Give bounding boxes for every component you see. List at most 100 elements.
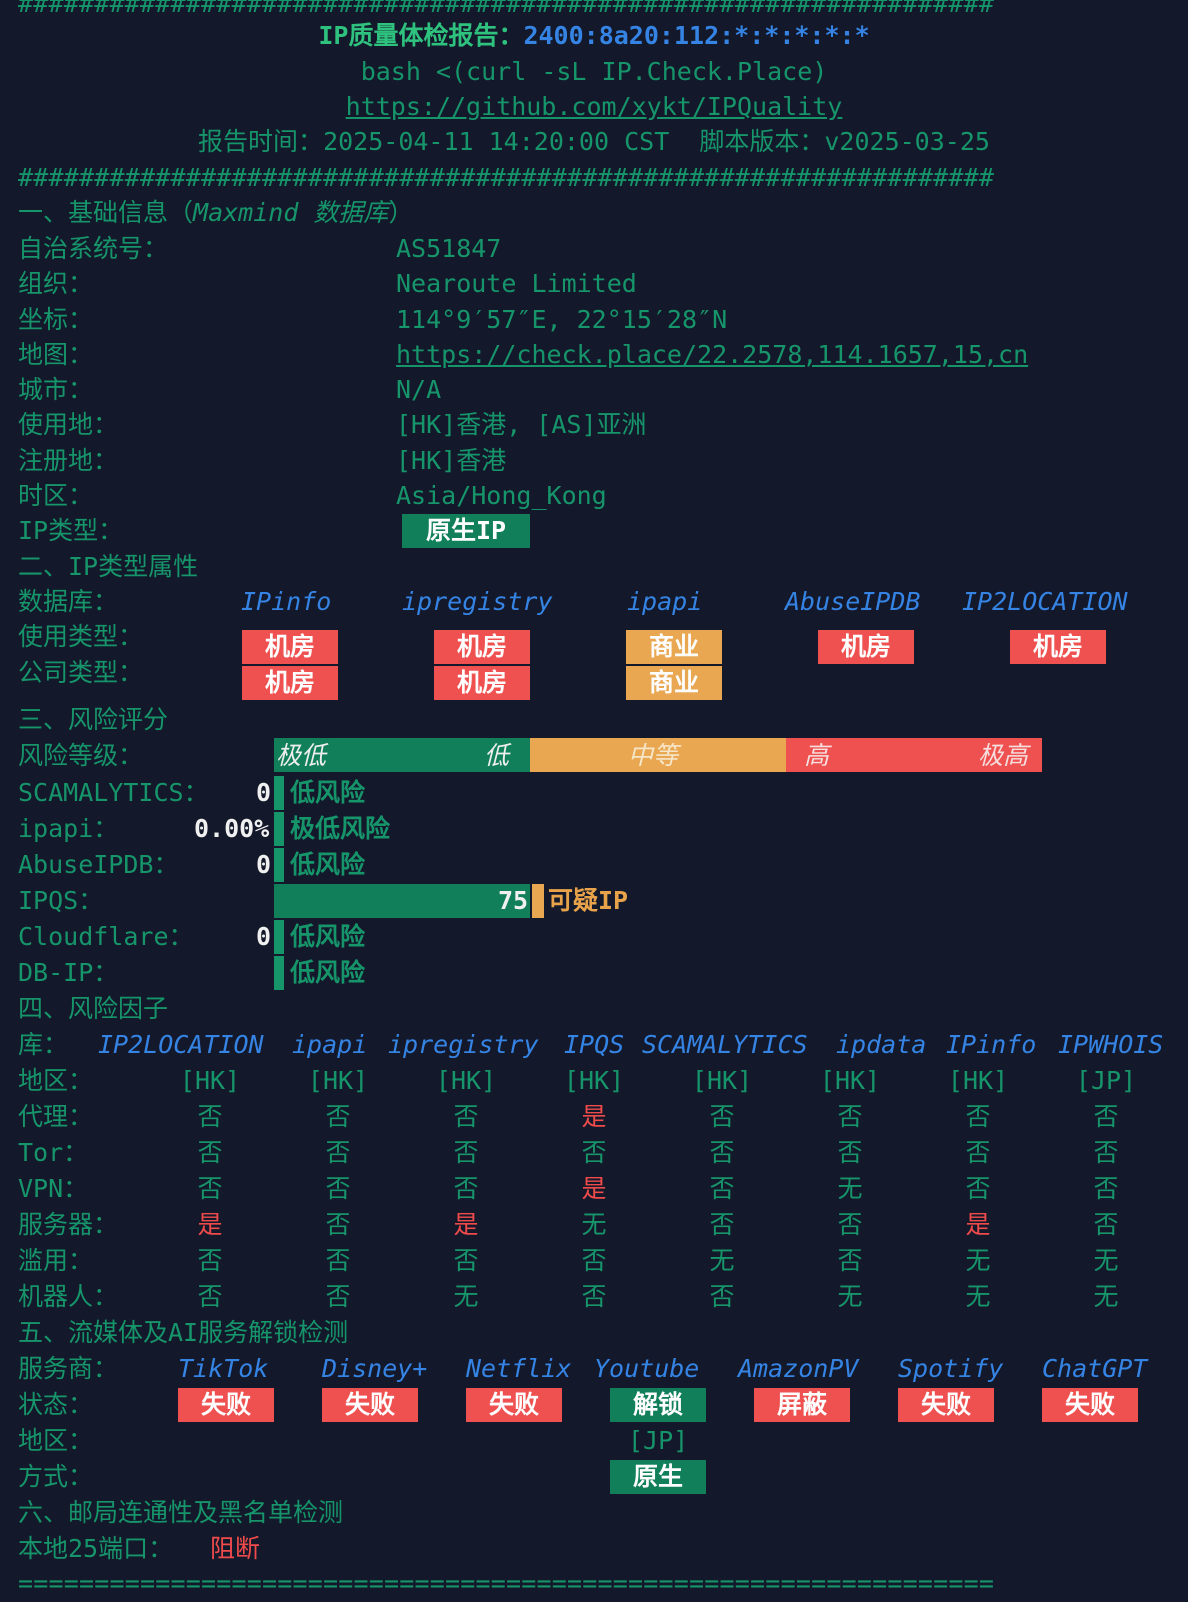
factor-cell: 否 — [453, 1102, 479, 1131]
factor-region-cell: [HK] — [819, 1066, 881, 1095]
youtube-status-badge: 解锁 — [610, 1388, 706, 1422]
db-ipinfo: IPinfo — [241, 587, 332, 616]
factor-cell: 否 — [453, 1174, 479, 1203]
factor-cell: 否 — [325, 1282, 351, 1311]
asn-value: AS51847 — [396, 234, 502, 263]
factor-cell: 无 — [965, 1282, 991, 1311]
org-value: Nearoute Limited — [396, 269, 637, 298]
factor-region-cell: [HK] — [435, 1066, 497, 1095]
usage-ipregistry-badge: 机房 — [434, 630, 530, 664]
scale-high: 高 — [804, 741, 830, 770]
db-abuseipdb: AbuseIPDB — [785, 587, 921, 616]
cloudflare-text: 低风险 — [290, 922, 366, 951]
factor-cell: 否 — [453, 1246, 479, 1275]
dbip-text: 低风险 — [290, 958, 366, 987]
factor-cell: 否 — [709, 1210, 735, 1239]
registration-label: 注册地： — [18, 446, 119, 475]
netflix-status-badge: 失败 — [466, 1388, 562, 1422]
cloudflare-bar — [274, 920, 284, 954]
scamalytics-label: SCAMALYTICS： — [18, 778, 209, 807]
script-version: v2025-03-25 — [824, 127, 990, 156]
youtube-region: [JP] — [628, 1426, 689, 1455]
usage-ipinfo-badge: 机房 — [242, 630, 338, 664]
provider-chatgpt: ChatGPT — [1042, 1354, 1148, 1383]
ipqs-label: IPQS： — [18, 886, 104, 915]
factor-cell: 否 — [837, 1210, 863, 1239]
factor-cell: 是 — [581, 1174, 607, 1203]
section-risk-factors-title: 四、风险因子 — [18, 994, 169, 1023]
map-link[interactable]: https://check.place/22.2578,114.1657,15,… — [396, 340, 1029, 369]
factor-region-cell: [JP] — [1075, 1066, 1137, 1095]
city-label: 城市： — [18, 375, 94, 404]
timezone-label: 时区： — [18, 481, 94, 510]
factor-db-ipdata: ipdata — [836, 1030, 927, 1059]
factor-row-label: VPN： — [18, 1174, 89, 1203]
factor-row-label: 代理： — [18, 1102, 94, 1131]
factor-cell: 否 — [965, 1138, 991, 1167]
dbip-label: DB-IP： — [18, 958, 119, 987]
db-ipapi: ipapi — [627, 587, 703, 616]
abuseipdb-bar — [274, 848, 284, 882]
scamalytics-bar — [274, 776, 284, 810]
report-time-label: 报告时间： — [198, 127, 324, 156]
section-iptype-title: 二、IP类型属性 — [18, 552, 199, 581]
factor-row-label: 机器人： — [18, 1282, 119, 1311]
ip-type-badge: 原生IP — [402, 514, 530, 548]
ipqs-bar — [274, 884, 530, 918]
cloudflare-score: 0 — [256, 922, 272, 951]
cloudflare-label: Cloudflare： — [18, 922, 194, 951]
abuseipdb-text: 低风险 — [290, 850, 366, 879]
stream-method-label: 方式： — [18, 1462, 94, 1491]
factor-cell: 无 — [837, 1282, 863, 1311]
factor-region-cell: [HK] — [179, 1066, 241, 1095]
iptype-db-label: 数据库： — [18, 587, 119, 616]
port25-label: 本地25端口： — [18, 1534, 174, 1563]
provider-tiktok: TikTok — [178, 1354, 269, 1383]
factor-cell: 否 — [581, 1282, 607, 1311]
factor-cell: 否 — [965, 1174, 991, 1203]
factor-cell: 否 — [325, 1246, 351, 1275]
usage-type-label: 使用类型： — [18, 622, 144, 651]
factor-cell: 否 — [709, 1102, 735, 1131]
dbip-bar — [274, 956, 284, 990]
factor-cell: 否 — [1093, 1174, 1119, 1203]
factor-region-cell: [HK] — [563, 1066, 625, 1095]
factor-cell: 无 — [709, 1246, 735, 1275]
abuseipdb-label: AbuseIPDB： — [18, 850, 179, 879]
scale-very-high: 极高 — [978, 741, 1029, 770]
factor-region-label: 地区： — [18, 1066, 94, 1095]
provider-amazonpv: AmazonPV — [738, 1354, 859, 1383]
report-title-label: IP质量体检报告： — [318, 21, 524, 50]
ipapi-bar — [274, 812, 284, 846]
factor-cell: 是 — [453, 1210, 479, 1239]
section-mail-title: 六、邮局连通性及黑名单检测 — [18, 1498, 344, 1527]
factor-db-ipinfo: IPinfo — [946, 1030, 1037, 1059]
factor-cell: 否 — [197, 1282, 223, 1311]
coords-label: 坐标： — [18, 305, 94, 334]
risk-level-label: 风险等级： — [18, 741, 144, 770]
factor-cell: 否 — [197, 1102, 223, 1131]
factor-cell: 否 — [965, 1102, 991, 1131]
chatgpt-status-badge: 失败 — [1042, 1388, 1138, 1422]
factor-cell: 否 — [325, 1174, 351, 1203]
command-line: bash <(curl -sL IP.Check.Place) — [360, 57, 828, 86]
factor-cell: 否 — [837, 1246, 863, 1275]
registration-value: [HK]香港 — [396, 446, 507, 475]
provider-label: 服务商： — [18, 1354, 119, 1383]
factor-cell: 是 — [965, 1210, 991, 1239]
factor-cell: 否 — [709, 1282, 735, 1311]
amazonpv-status-badge: 屏蔽 — [754, 1388, 850, 1422]
repo-link[interactable]: https://github.com/xykt/IPQuality — [345, 92, 843, 121]
factor-cell: 否 — [453, 1138, 479, 1167]
ipqs-marker — [532, 884, 544, 918]
factor-cell: 无 — [837, 1174, 863, 1203]
ipapi-text: 极低风险 — [290, 814, 391, 843]
provider-netflix: Netflix — [466, 1354, 572, 1383]
factor-cell: 无 — [965, 1246, 991, 1275]
scamalytics-score: 0 — [256, 778, 272, 807]
factor-cell: 否 — [197, 1138, 223, 1167]
asn-label: 自治系统号： — [18, 234, 169, 263]
report-title: IP质量体检报告：2400:8a20:112:*:*:*:*:* — [0, 18, 1188, 54]
factor-cell: 无 — [581, 1210, 607, 1239]
